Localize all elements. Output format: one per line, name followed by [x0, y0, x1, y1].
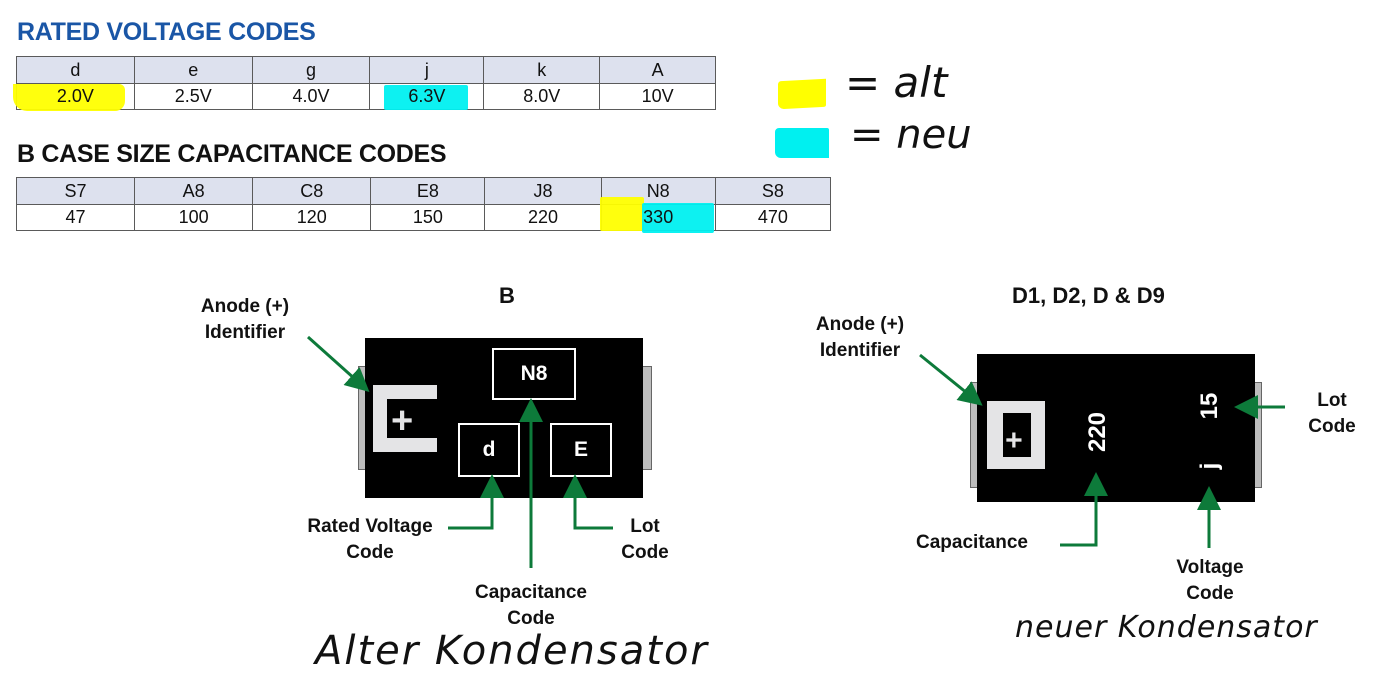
voltage-code-cell: g — [251, 56, 371, 84]
capacitance-value-cell: 470 — [714, 204, 832, 231]
case-d-anode-label: Anode (+) Identifier — [815, 314, 905, 361]
capacitance-code-cell: A8 — [134, 177, 254, 205]
voltage-code-cell: e — [133, 56, 253, 84]
capacitance-codes-title: B CASE SIZE CAPACITANCE CODES — [17, 140, 447, 168]
voltage-value-cell: 8.0V — [483, 83, 601, 110]
rated-voltage-title: RATED VOLTAGE CODES — [17, 18, 316, 46]
new-highlight-mark — [641, 203, 714, 233]
capacitance-code-cell: E8 — [370, 177, 486, 205]
case-b-anode-arrow — [306, 335, 370, 393]
anode-bracket-side — [373, 385, 387, 451]
capacitance-code-cell: S7 — [15, 177, 136, 205]
voltage-value-row: 2.0V 2.5V 4.0V 6.3V 8.0V 10V — [13, 83, 716, 111]
old-highlight-mark — [599, 197, 644, 231]
rated-voltage-table: d e g j k A 2.0V 2.5V 4.0V 6.3V 8.0V 10V — [13, 56, 716, 111]
case-d-anode-arrow — [919, 353, 983, 406]
anode-bracket-bottom — [987, 457, 1045, 469]
capacitance-value-cell-highlight-both: 330 — [599, 197, 716, 233]
legend-swatch-new — [775, 128, 829, 158]
new-highlight-mark — [384, 85, 469, 110]
case-b-lot-label: Lot Code — [621, 516, 669, 563]
anode-bracket-right — [1031, 401, 1045, 469]
case-b-voltage-arrow — [448, 474, 504, 530]
legend-label-old: = alt — [845, 58, 948, 107]
case-b-lot-arrow — [563, 474, 613, 530]
capacitance-value-cell: 100 — [134, 204, 254, 231]
voltage-code-cell: k — [483, 56, 601, 84]
capacitance-code-cell: N8 — [600, 177, 716, 205]
plus-icon: + — [391, 400, 414, 442]
voltage-value-cell: 10V — [599, 83, 716, 110]
capacitance-codes-table: S7 A8 C8 E8 J8 N8 S8 47 100 120 150 220 … — [15, 177, 832, 233]
case-b-body — [365, 338, 643, 498]
case-b-capacitance-label: Capacitance Code — [475, 582, 587, 629]
legend-label-new: = neu — [850, 112, 972, 158]
capacitance-code-row: S7 A8 C8 E8 J8 N8 S8 — [15, 177, 832, 205]
case-b-rated-voltage-label: Rated Voltage Code — [307, 516, 433, 563]
capacitance-value-row: 47 100 120 150 220 330 470 — [15, 197, 832, 233]
capacitance-value-cell: 120 — [252, 204, 372, 231]
capacitance-value-cell: 47 — [15, 204, 136, 231]
case-d-lot-label: Lot Code — [1308, 390, 1356, 437]
capacitance-code-cell: C8 — [252, 177, 372, 205]
anode-bracket-side — [987, 401, 1003, 469]
capacitance-value-cell: 150 — [370, 204, 486, 231]
anode-bracket-bottom — [373, 438, 437, 452]
voltage-value-cell-highlight-new: 6.3V — [369, 83, 485, 110]
case-d-annotation: neuer Kondensator — [1015, 610, 1318, 645]
case-d-capacitance-label: Capacitance — [916, 532, 1028, 553]
voltage-code-cell: A — [599, 56, 716, 84]
case-d-title: D1, D2, D & D9 — [1012, 283, 1165, 308]
case-b-title: B — [499, 283, 515, 308]
voltage-code-cell: j — [369, 56, 485, 84]
case-b-annotation: Alter Kondensator — [315, 628, 709, 674]
case-b-anode-label: Anode (+) Identifier — [200, 296, 290, 343]
voltage-value-cell: 4.0V — [251, 83, 371, 110]
capacitance-value-cell: 220 — [484, 204, 602, 231]
anode-bracket-top — [987, 401, 1045, 413]
old-highlight-mark — [13, 84, 125, 111]
voltage-code-row: d e g j k A — [16, 56, 716, 84]
case-d-capacitance-arrow — [1060, 472, 1108, 547]
anode-bracket-top — [373, 385, 437, 399]
capacitance-code-cell: S8 — [714, 177, 832, 205]
case-d-body — [977, 354, 1255, 502]
voltage-value-cell: 2.5V — [133, 83, 253, 110]
case-d-voltage-label: Voltage Code — [1176, 557, 1244, 604]
voltage-value-cell-highlight-old: 2.0V — [13, 83, 135, 111]
voltage-code-cell: d — [16, 56, 135, 84]
